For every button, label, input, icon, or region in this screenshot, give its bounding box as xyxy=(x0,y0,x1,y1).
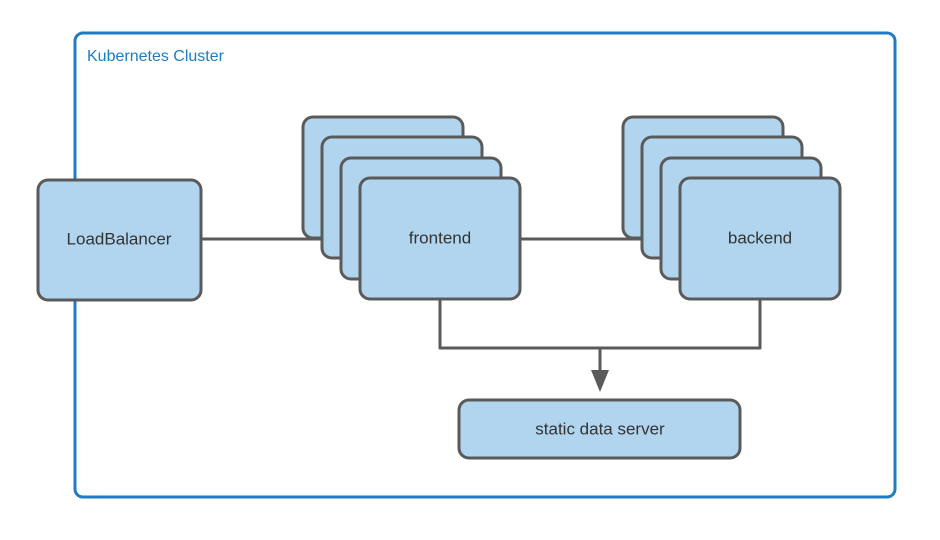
edge-line-frontend-static xyxy=(438,299,600,350)
loadbalancer-box[interactable] xyxy=(36,178,203,302)
backend-replica-1[interactable] xyxy=(678,176,842,301)
node-backend[interactable]: backend xyxy=(621,115,842,301)
edge-junction-to-static[interactable] xyxy=(591,348,609,392)
frontend-replica-1[interactable] xyxy=(358,176,522,301)
edge-backend-to-static[interactable] xyxy=(600,299,762,350)
loadbalancer-label: LoadBalancer xyxy=(67,229,172,248)
node-frontend[interactable]: frontend xyxy=(301,115,522,301)
frontend-label: frontend xyxy=(409,228,471,247)
static-data-server-box[interactable] xyxy=(457,398,742,460)
backend-label: backend xyxy=(728,228,792,247)
static-data-server-label: static data server xyxy=(535,419,665,438)
edge-frontend-to-static[interactable] xyxy=(438,299,600,350)
node-loadbalancer[interactable]: LoadBalancer xyxy=(36,178,203,302)
node-static-data-server[interactable]: static data server xyxy=(457,398,742,460)
arrowhead-static-data-server xyxy=(591,370,609,392)
edge-line-backend-static xyxy=(600,299,762,350)
cluster-label: Kubernetes Cluster xyxy=(87,48,225,65)
